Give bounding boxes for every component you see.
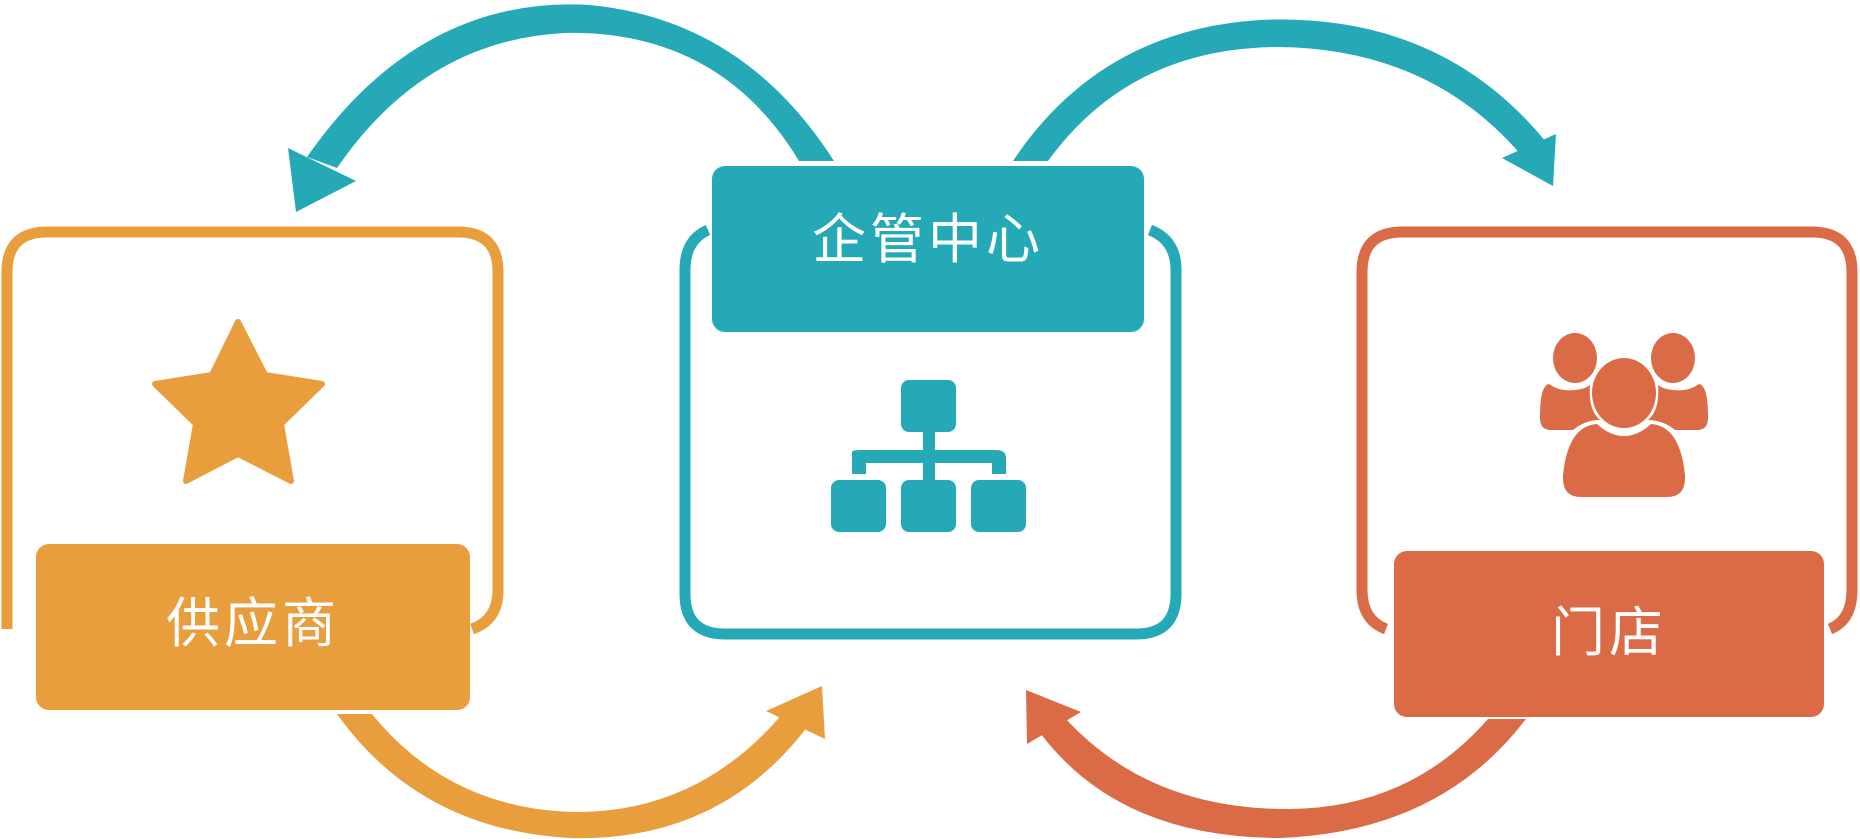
arrow-supplier-to-hq <box>337 686 825 839</box>
store-card-frame <box>1356 226 1858 635</box>
supplier-label-box <box>36 544 470 710</box>
supplier-card <box>1 226 504 710</box>
store-label-box <box>1394 551 1824 717</box>
store-card <box>1356 226 1858 717</box>
arrow-hq-to-supplier <box>288 4 834 212</box>
star-icon <box>152 319 325 484</box>
org-chart-icon <box>831 380 1026 532</box>
arrow-hq-to-store <box>1013 19 1556 186</box>
hq-card-frame <box>679 224 1182 640</box>
arrow-store-to-hq <box>1026 690 1526 838</box>
users-group-icon <box>1540 333 1708 497</box>
supplier-card-frame <box>1 226 504 635</box>
hq-label-box <box>712 166 1144 332</box>
hq-card <box>679 166 1182 640</box>
